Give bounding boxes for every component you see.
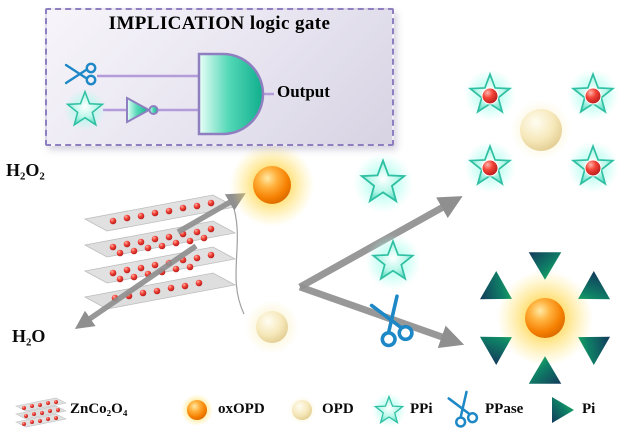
legend-ppase-icon bbox=[446, 390, 480, 429]
legend-label-oxopd: oxOPD bbox=[218, 401, 265, 417]
catalyst-red-dots bbox=[109, 199, 215, 302]
logic-gate-title: IMPLICATION logic gate bbox=[108, 13, 331, 34]
nanosheet-stack bbox=[83, 194, 237, 310]
decorative-curve bbox=[231, 201, 245, 315]
arrow-to-h2o bbox=[74, 243, 198, 329]
arrow-to-oxopd bbox=[176, 193, 246, 235]
and-gate bbox=[197, 52, 265, 136]
ppi-star-1 bbox=[353, 153, 413, 213]
legend-opd-icon bbox=[288, 396, 316, 424]
oxopd-sphere-2 bbox=[525, 298, 565, 338]
logic-circuit bbox=[64, 52, 274, 136]
legend-label-znco2o4: ZnCo₂O₄ bbox=[70, 401, 128, 417]
circuit-wires bbox=[97, 74, 274, 112]
ppi-bound-cluster bbox=[464, 69, 619, 193]
h2o2-label: H₂O₂ bbox=[6, 160, 45, 180]
not-gate bbox=[126, 96, 159, 124]
red-core-star-2 bbox=[567, 69, 619, 121]
oxopd-sphere bbox=[230, 143, 314, 227]
input-scissors-icon bbox=[64, 62, 97, 86]
legend-znco2o4-icon bbox=[15, 397, 67, 428]
h2o-label: H₂O bbox=[12, 326, 46, 346]
legend-label-pi: Pi bbox=[582, 401, 596, 417]
red-core-star-4 bbox=[567, 141, 619, 193]
red-core-star-3 bbox=[464, 141, 516, 193]
red-core-star-1 bbox=[464, 69, 516, 121]
legend-ppi-icon bbox=[372, 393, 406, 427]
legend-label-opd: OPD bbox=[322, 401, 354, 417]
output-label: Output bbox=[277, 82, 330, 101]
arrow-to-pi-product bbox=[298, 283, 465, 349]
legend-icons bbox=[15, 390, 574, 429]
pi-cluster bbox=[479, 252, 611, 384]
legend-oxopd-icon bbox=[181, 394, 213, 426]
legend-label-ppi: PPi bbox=[410, 401, 433, 417]
opd-sphere bbox=[245, 300, 299, 354]
implication-logic-gate-panel: IMPLICATION logic gate Output bbox=[45, 8, 394, 146]
opd-sphere-cluster bbox=[520, 109, 562, 151]
ppi-star-2 bbox=[365, 234, 421, 290]
legend-pi-icon bbox=[552, 397, 574, 423]
input-star-icon bbox=[64, 89, 106, 131]
legend-label-ppase: PPase bbox=[485, 401, 524, 417]
